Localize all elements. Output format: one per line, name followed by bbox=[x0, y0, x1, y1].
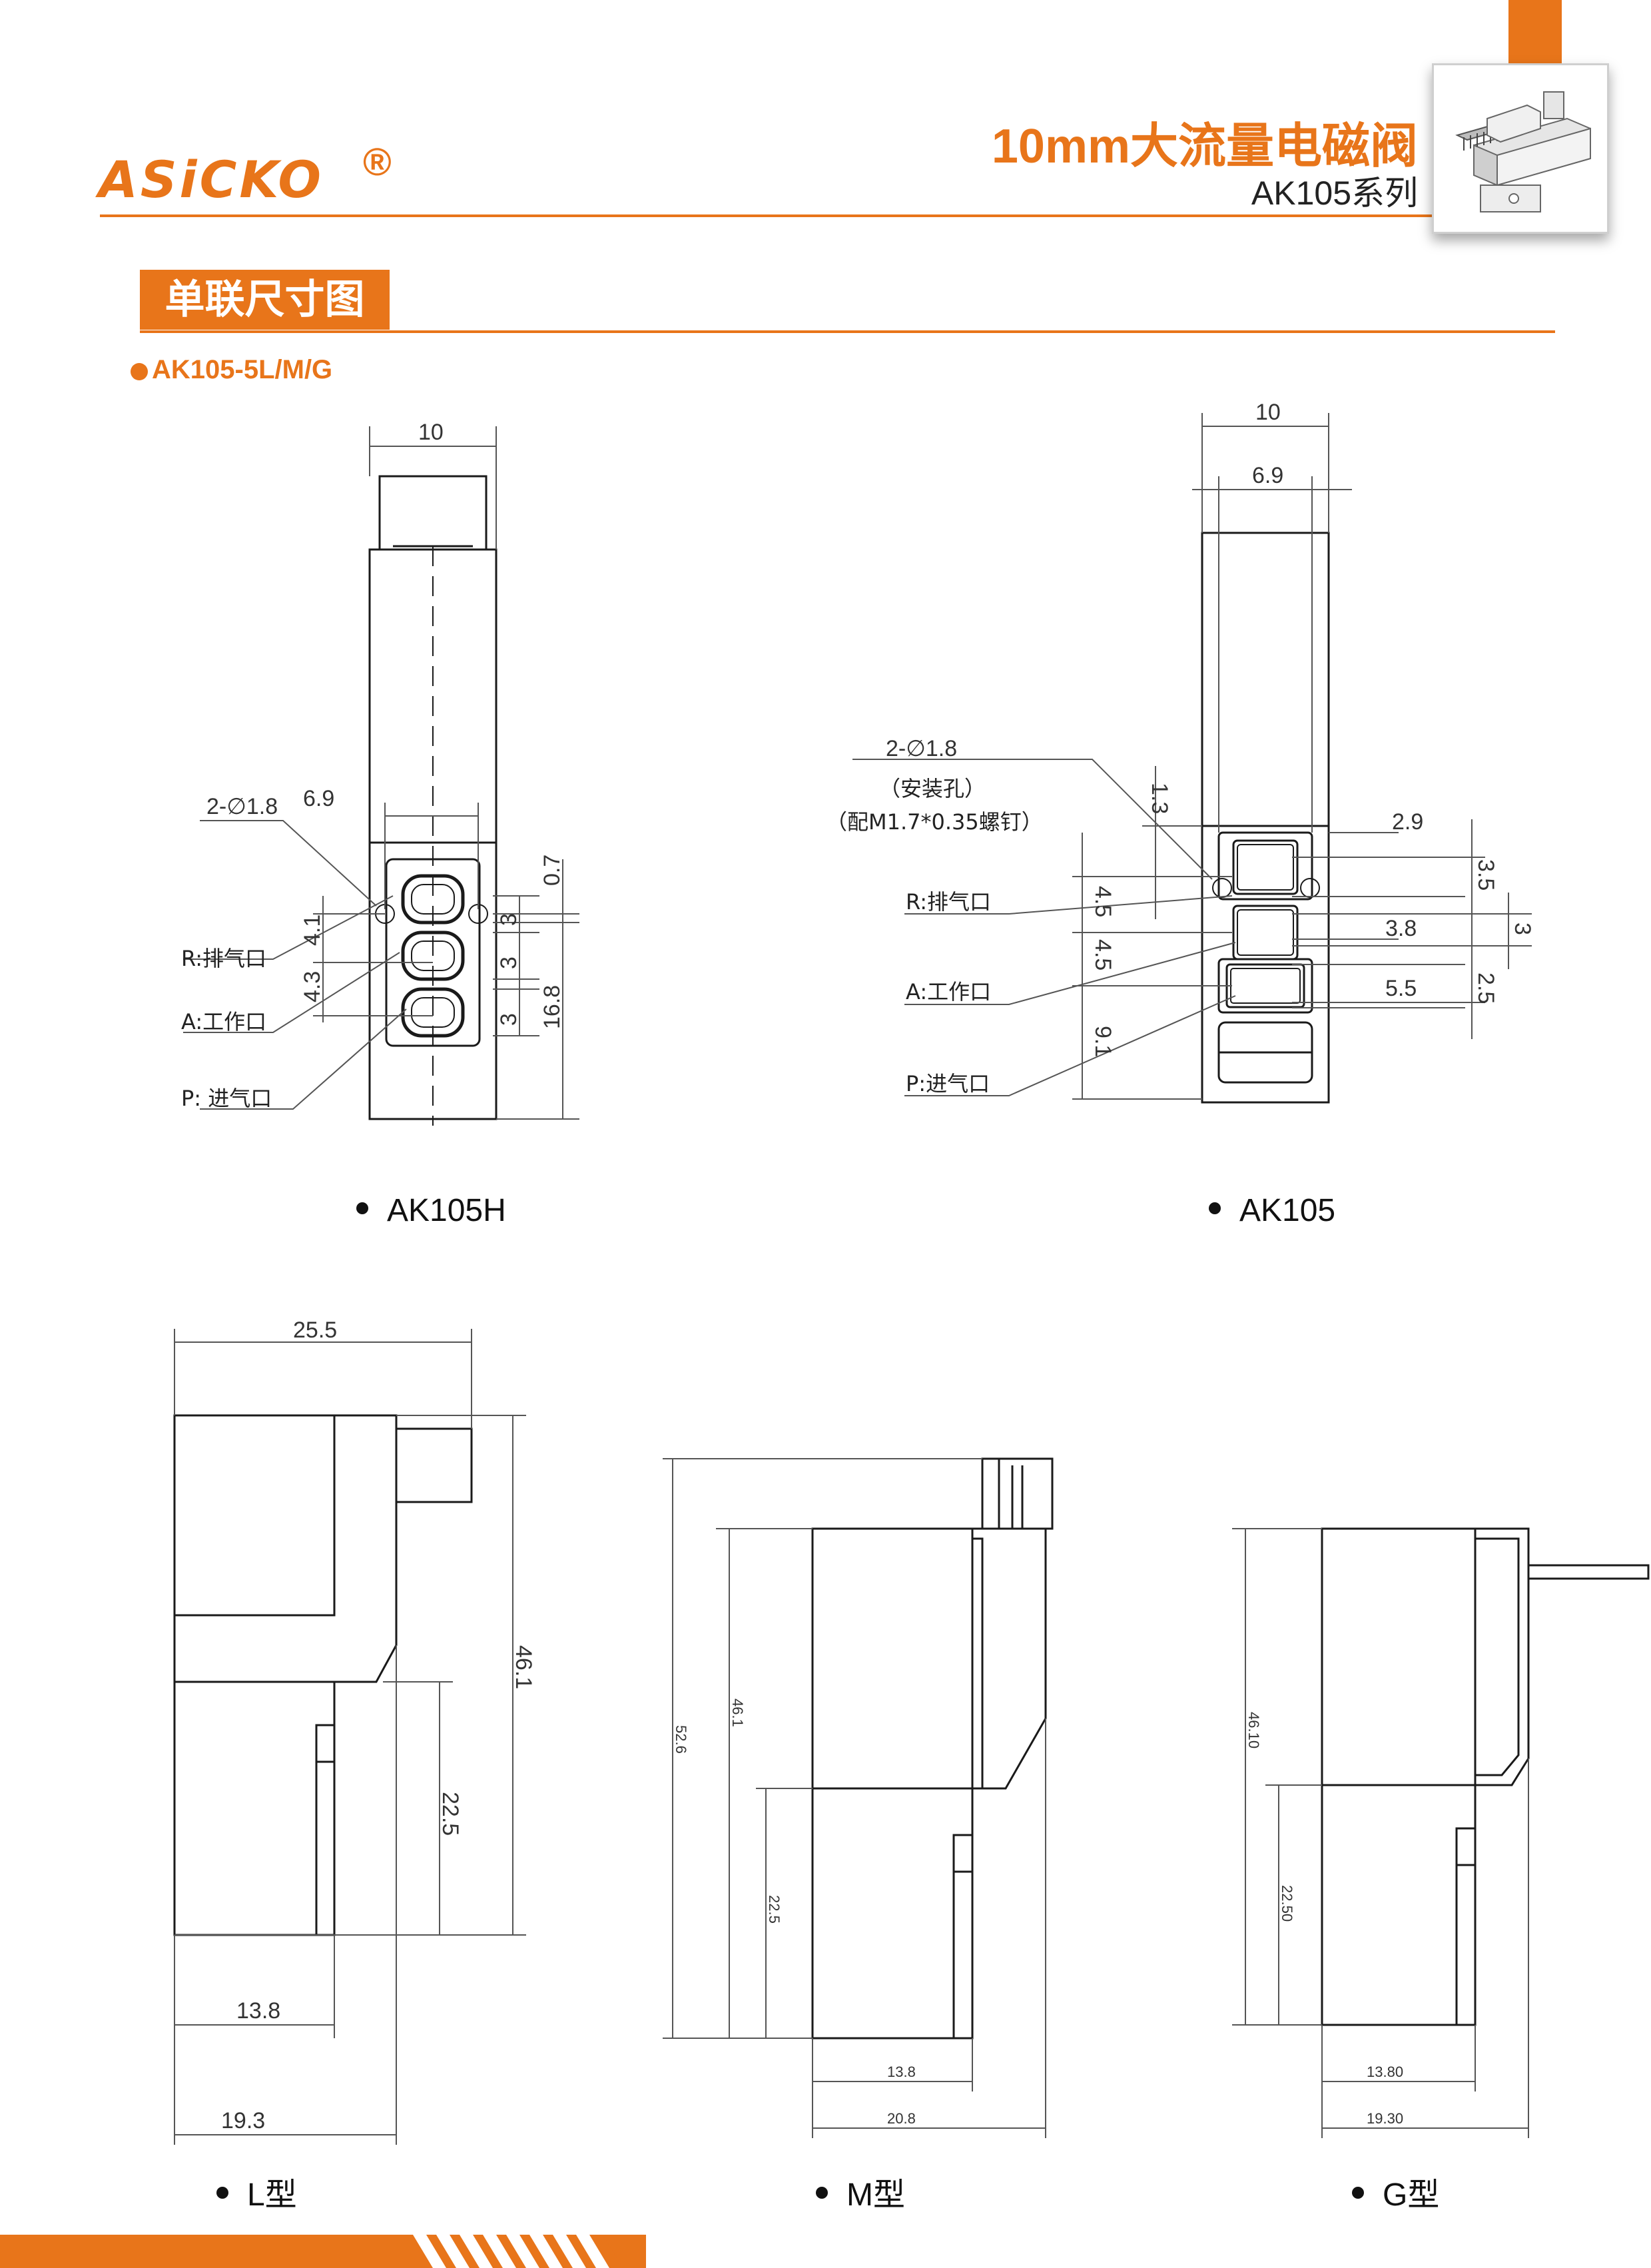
page-title: 10mm大流量电磁阀 bbox=[991, 120, 1418, 173]
brand-logo: ASiCKO bbox=[99, 150, 324, 209]
m-type-dimensions bbox=[663, 1458, 1046, 2138]
bullet-icon bbox=[356, 1202, 368, 1215]
dim-20-8: 20.8 bbox=[887, 2110, 916, 2127]
dim-holes: 2-∅1.8 bbox=[886, 736, 957, 761]
dim-22-5: 22.5 bbox=[766, 1895, 783, 1924]
dim-width: 10 bbox=[418, 420, 444, 445]
m-type-drawing bbox=[811, 1457, 1054, 2040]
section-divider bbox=[140, 330, 1555, 333]
dim-46-1: 46.1 bbox=[729, 1699, 746, 1727]
model-bullet bbox=[131, 363, 148, 380]
dim-25-5: 25.5 bbox=[293, 1318, 337, 1343]
label-inlet: P:进气口 bbox=[906, 1071, 990, 1096]
dim-22-50: 22.50 bbox=[1279, 1885, 1295, 1922]
dim-3b: 3 bbox=[496, 956, 521, 969]
l-type-dimensions bbox=[174, 1329, 526, 2145]
section-title: 单联尺寸图 bbox=[140, 270, 390, 330]
ak105h-dimensions bbox=[183, 426, 579, 1120]
model-line: AK105-5L/M/G bbox=[152, 355, 333, 384]
dim-0-7: 0.7 bbox=[539, 855, 565, 886]
dim-3: 3 bbox=[1510, 923, 1535, 935]
caption-ak105: AK105 bbox=[1209, 1192, 1335, 1229]
label-work: A:工作口 bbox=[906, 979, 991, 1004]
dim-hole-spacing: 6.9 bbox=[303, 786, 334, 811]
dim-13-8: 13.8 bbox=[236, 1998, 280, 2024]
dim-13-8: 13.8 bbox=[887, 2064, 916, 2080]
screw-note: （配M1.7*0.35螺钉） bbox=[826, 809, 1043, 835]
g-type-drawing bbox=[1321, 1527, 1650, 2026]
label-inlet: P: 进气口 bbox=[181, 1086, 272, 1111]
bullet-icon bbox=[1209, 1202, 1221, 1215]
footer-accent-bar bbox=[0, 2235, 646, 2268]
caption-l-type: L型 bbox=[216, 2168, 297, 2215]
bullet-icon bbox=[816, 2187, 828, 2199]
label-exhaust: R:排气口 bbox=[906, 889, 991, 915]
bullet-icon bbox=[216, 2187, 228, 2199]
dim-3-8: 3.8 bbox=[1385, 916, 1417, 941]
dim-16-8: 16.8 bbox=[539, 985, 565, 1029]
ak105-dim-labels: 10 6.9 2-∅1.8 （安装孔） （配M1.7*0.35螺钉） 1.3 2… bbox=[826, 400, 1535, 1096]
top-accent-bar bbox=[1508, 0, 1562, 63]
dim-19-30: 19.30 bbox=[1367, 2110, 1403, 2127]
dim-2-5: 2.5 bbox=[1473, 972, 1498, 1004]
l-type-dim-labels: 25.5 46.1 22.5 13.8 19.3 bbox=[221, 1318, 536, 2133]
m-type-dim-labels: 52.6 46.1 22.5 13.8 20.8 bbox=[673, 1699, 916, 2127]
dim-19-3: 19.3 bbox=[221, 2108, 265, 2133]
dim-13-80: 13.80 bbox=[1367, 2064, 1403, 2080]
ak105-drawing bbox=[1201, 532, 1330, 1104]
ak105h-dim-labels: 10 6.9 2-∅1.8 4.1 4.3 0.7 3 3 3 16.8 R:排… bbox=[181, 420, 565, 1111]
dim-4-5a: 4.5 bbox=[1090, 886, 1116, 917]
valve-thumbnail-image bbox=[1455, 91, 1591, 212]
hole-note: （安装孔） bbox=[879, 776, 986, 801]
dim-22-5: 22.5 bbox=[438, 1792, 463, 1836]
caption-g-type: G型 bbox=[1352, 2168, 1439, 2215]
dim-4-3: 4.3 bbox=[300, 971, 325, 1002]
series-subtitle: AK105系列 bbox=[1251, 175, 1418, 212]
dim-46-1: 46.1 bbox=[511, 1645, 536, 1689]
header-divider bbox=[100, 214, 1435, 217]
dim-3-5: 3.5 bbox=[1473, 859, 1498, 891]
bullet-icon bbox=[1352, 2187, 1364, 2199]
dim-52-6: 52.6 bbox=[673, 1725, 689, 1754]
l-type-drawing bbox=[173, 1414, 473, 1936]
dim-2-9: 2.9 bbox=[1392, 809, 1423, 835]
dim-width: 10 bbox=[1255, 400, 1281, 425]
ak105-dimensions bbox=[852, 413, 1532, 1100]
dim-3a: 3 bbox=[496, 913, 521, 926]
label-exhaust: R:排气口 bbox=[181, 946, 266, 971]
product-thumbnail bbox=[1432, 63, 1609, 234]
caption-ak105h: AK105H bbox=[356, 1192, 506, 1229]
dim-inner: 6.9 bbox=[1252, 463, 1283, 488]
dim-4-1: 4.1 bbox=[300, 915, 325, 946]
dim-46-10: 46.10 bbox=[1245, 1712, 1262, 1748]
g-type-dim-labels: 46.10 22.50 13.80 19.30 bbox=[1245, 1712, 1403, 2127]
dim-3c: 3 bbox=[496, 1013, 521, 1026]
dim-4-5b: 4.5 bbox=[1090, 939, 1116, 970]
dim-5-5: 5.5 bbox=[1385, 976, 1417, 1001]
dim-1-3: 1.3 bbox=[1147, 783, 1172, 814]
caption-m-type: M型 bbox=[816, 2168, 905, 2215]
ak105h-drawing bbox=[368, 475, 497, 1126]
g-type-dimensions bbox=[1232, 1528, 1529, 2138]
label-work: A:工作口 bbox=[181, 1009, 266, 1034]
dim-holes: 2-∅1.8 bbox=[206, 794, 278, 819]
registered-mark: ® bbox=[363, 141, 392, 184]
dim-9-1: 9.1 bbox=[1090, 1026, 1116, 1057]
